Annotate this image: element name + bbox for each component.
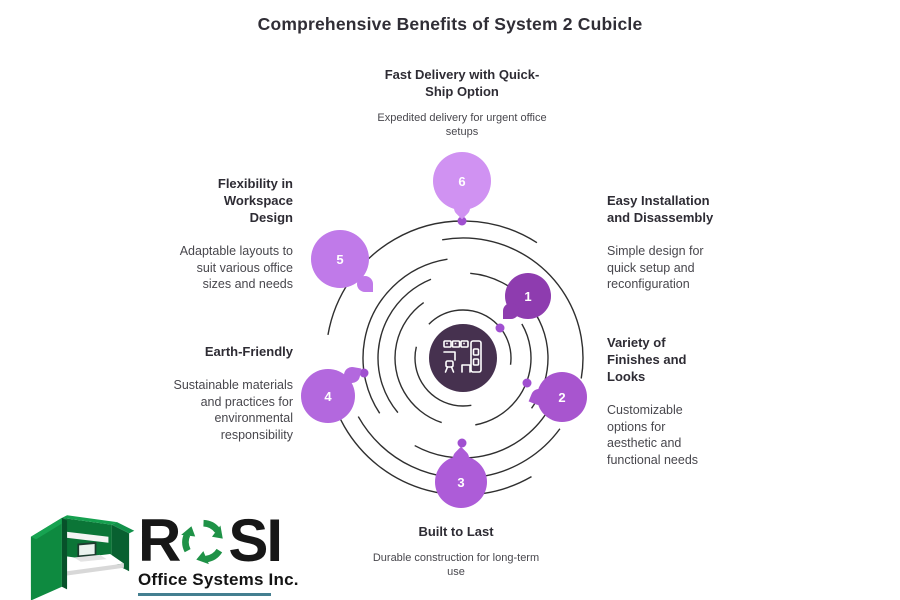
- logo-subtitle: Office Systems Inc.: [138, 570, 299, 589]
- diagram-node-6: 6: [433, 152, 491, 210]
- benefit-heading: Built to Last: [418, 524, 494, 539]
- node-number-3: 3: [457, 474, 465, 490]
- benefit-built-to-last: Built to Last Durable construction for l…: [371, 523, 541, 579]
- benefit-heading: Fast Delivery with Quick-Ship Option: [384, 67, 540, 99]
- diagram-node-2: 2: [537, 372, 587, 422]
- node-number-1: 1: [524, 288, 532, 304]
- benefit-description: Durable construction for long-term use: [372, 552, 540, 578]
- anchor-dot-6: [457, 216, 467, 226]
- anchor-dot-3: [457, 438, 467, 448]
- benefit-heading: Earth-Friendly: [204, 344, 293, 359]
- logo-wordmark-block: R SI Office Systems Inc.: [138, 507, 299, 600]
- benefit-easy-installation: Easy Installation and Disassembly Simple…: [607, 192, 732, 293]
- anchor-dot-4: [359, 368, 369, 378]
- center-circle: [429, 324, 497, 392]
- node-number-2: 2: [558, 389, 566, 405]
- benefit-description: Adaptable layouts to suit various office…: [179, 244, 293, 291]
- rosi-logo: R SI Office Systems Inc.: [24, 508, 299, 600]
- node-anchor-dots: [359, 216, 532, 448]
- benefit-heading: Variety of Finishes and Looks: [607, 335, 687, 384]
- benefit-heading: Flexibility in Workspace Design: [217, 176, 293, 225]
- logo-underline: [138, 593, 271, 596]
- node-number-4: 4: [324, 388, 332, 404]
- node-number-5: 5: [336, 251, 344, 267]
- benefit-description: Simple design for quick setup and reconf…: [607, 244, 704, 291]
- brand-letter-r: R: [138, 507, 181, 574]
- diagram-node-1: 1: [505, 273, 551, 319]
- diagram-node-5: 5: [311, 230, 369, 288]
- cubicle-illustration-icon: [30, 515, 135, 600]
- diagram-node-4: 4: [301, 369, 355, 423]
- brand-letters-si: SI: [228, 507, 283, 574]
- benefit-description: Expedited delivery for urgent office set…: [377, 112, 547, 138]
- cubicle-floorplan-icon: [443, 340, 482, 373]
- brand-wordmark: R SI: [138, 507, 283, 574]
- recycle-icon: [180, 519, 224, 565]
- benefit-fast-delivery: Fast Delivery with Quick-Ship Option Exp…: [377, 66, 547, 139]
- benefit-heading: Easy Installation and Disassembly: [607, 193, 714, 225]
- benefit-description: Customizable options for aesthetic and f…: [607, 403, 699, 467]
- benefit-earth-friendly: Earth-Friendly Sustainable materials and…: [173, 343, 293, 443]
- benefit-variety-finishes: Variety of Finishes and Looks Customizab…: [607, 334, 717, 468]
- anchor-dot-1: [495, 323, 505, 333]
- benefit-description: Sustainable materials and practices for …: [173, 378, 293, 442]
- diagram-node-3: 3: [435, 456, 487, 508]
- anchor-dot-2: [522, 378, 532, 388]
- benefit-flexibility: Flexibility in Workspace Design Adaptabl…: [168, 175, 293, 293]
- node-number-6: 6: [458, 173, 466, 189]
- page-title: Comprehensive Benefits of System 2 Cubic…: [257, 14, 643, 34]
